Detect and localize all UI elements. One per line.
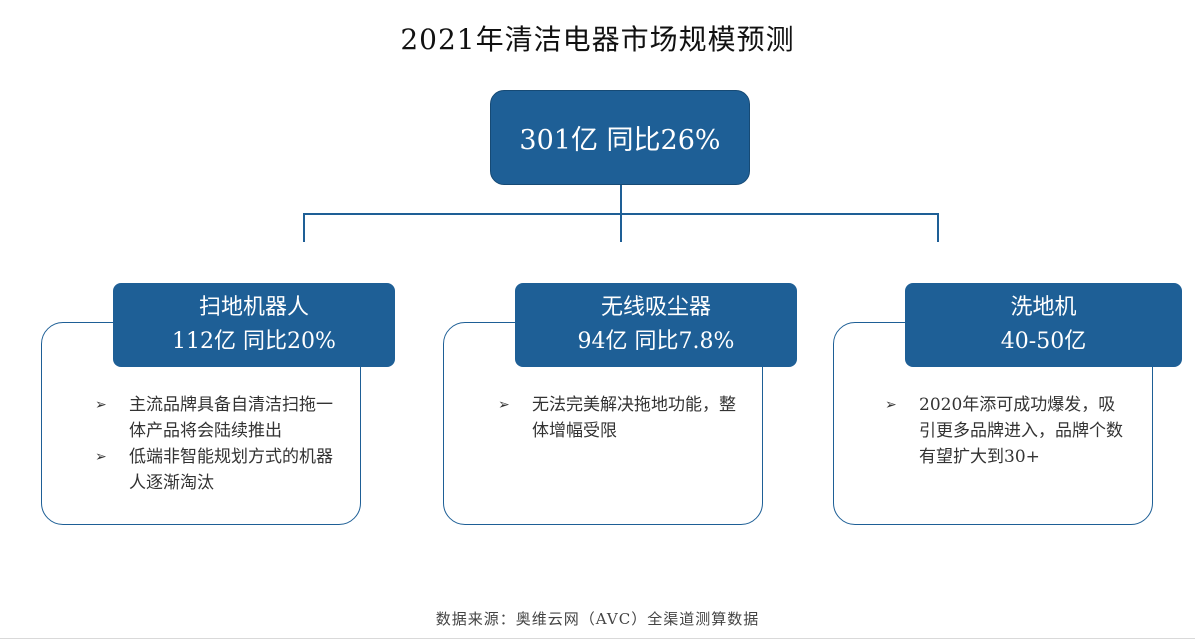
branch-value: 40-50亿 xyxy=(1000,329,1087,354)
arrow-bullet-icon: ➢ xyxy=(95,449,107,465)
bullet-item: ➢ 低端非智能规划方式的机器人逐渐淘汰 xyxy=(95,444,340,496)
bullet-item: ➢ 主流品牌具备自清洁扫拖一体产品将会陆续推出 xyxy=(95,392,340,444)
branch-header-floor-washer: 洗地机 40-50亿 xyxy=(905,283,1182,367)
bullet-text: 2020年添可成功爆发，吸引更多品牌进入，品牌个数有望扩大到30+ xyxy=(919,395,1123,467)
branch-name: 洗地机 xyxy=(1010,295,1077,320)
bullet-item: ➢ 2020年添可成功爆发，吸引更多品牌进入，品牌个数有望扩大到30+ xyxy=(885,392,1130,470)
branch-value: 94亿 同比7.8% xyxy=(577,329,735,354)
branch-value: 112亿 同比20% xyxy=(172,329,336,354)
data-source-note: 数据来源：奥维云网（AVC）全渠道测算数据 xyxy=(435,610,760,628)
branch-name: 扫地机器人 xyxy=(198,295,309,320)
bottom-divider xyxy=(0,638,1195,639)
arrow-bullet-icon: ➢ xyxy=(95,397,107,413)
connector-root-stem xyxy=(620,185,622,214)
diagram-title: 2021年清洁电器市场规模预测 xyxy=(400,23,795,56)
bullet-text: 低端非智能规划方式的机器人逐渐淘汰 xyxy=(129,447,333,493)
branch-name: 无线吸尘器 xyxy=(600,295,711,320)
root-node: 301亿 同比26% xyxy=(490,90,750,185)
bullet-text: 无法完美解决拖地功能，整体增幅受限 xyxy=(532,395,736,441)
branch-header-cordless-vacuum: 无线吸尘器 94亿 同比7.8% xyxy=(515,283,797,367)
branch-header-robot-vacuum: 扫地机器人 112亿 同比20% xyxy=(113,283,395,367)
arrow-bullet-icon: ➢ xyxy=(885,397,897,413)
bullet-text: 主流品牌具备自清洁扫拖一体产品将会陆续推出 xyxy=(129,395,333,441)
connector-middle-drop xyxy=(620,213,622,242)
branch-bullets-floor-washer: ➢ 2020年添可成功爆发，吸引更多品牌进入，品牌个数有望扩大到30+ xyxy=(885,392,1130,470)
branch-bullets-robot-vacuum: ➢ 主流品牌具备自清洁扫拖一体产品将会陆续推出 ➢ 低端非智能规划方式的机器人逐… xyxy=(95,392,340,496)
connector-right-drop xyxy=(937,213,939,242)
bullet-item: ➢ 无法完美解决拖地功能，整体增幅受限 xyxy=(498,392,743,444)
branch-bullets-cordless-vacuum: ➢ 无法完美解决拖地功能，整体增幅受限 xyxy=(498,392,743,444)
arrow-bullet-icon: ➢ xyxy=(498,397,510,413)
connector-left-drop xyxy=(303,213,305,242)
